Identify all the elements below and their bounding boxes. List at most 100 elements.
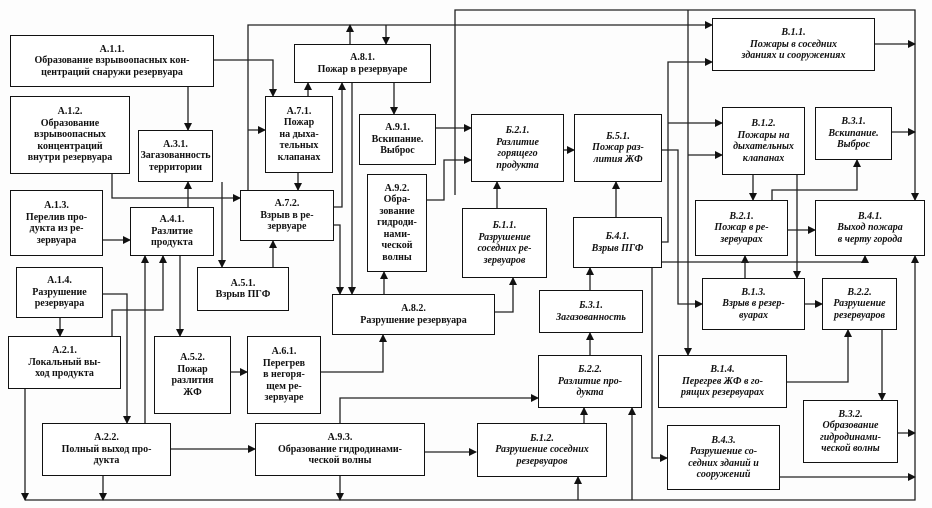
connector-arrow: [247, 21, 713, 190]
event-code: В.3.1.: [841, 116, 866, 128]
event-label-line: Образование: [822, 420, 879, 431]
event-label-line: гидроди-: [377, 217, 417, 229]
event-label-line: Локальный вы-: [28, 356, 101, 368]
event-label-line: волны: [382, 251, 412, 263]
connector-arrow: [662, 149, 703, 308]
event-label-line: ческой волны: [821, 443, 880, 454]
event-code: Б.5.1.: [606, 130, 630, 142]
event-label-line: территории: [148, 161, 203, 173]
event-code: Б.3.1.: [579, 300, 603, 311]
event-label-line: Пожар раз-: [592, 142, 644, 154]
event-code: Б.4.1.: [605, 231, 630, 242]
event-code: А.9.1.: [385, 122, 410, 134]
event-label-line: резервуаров: [833, 309, 886, 321]
event-label-line: Выброс: [380, 145, 415, 157]
event-code: А.2.1.: [52, 345, 77, 357]
event-label-line: взрывоопасных: [34, 129, 106, 141]
event-code: А.7.2.: [274, 198, 300, 210]
connector-arrow: [787, 329, 852, 383]
event-label-line: ческой: [381, 240, 413, 252]
event-label-line: Перегрев: [262, 357, 306, 369]
event-label-line: дукта: [93, 455, 120, 467]
event-box-А-8-1: А.8.1.Пожар в резервуаре: [294, 44, 431, 83]
event-label-line: Перелив про-: [25, 211, 88, 223]
event-label-line: зервуаров: [483, 254, 526, 266]
event-code: В.3.2.: [838, 408, 863, 420]
event-label-line: гидродинами-: [820, 431, 881, 443]
event-code: А.9.3.: [327, 432, 353, 444]
event-label-line: Образование гидродинами-: [277, 443, 403, 455]
event-label-line: Взрыв ПГФ: [591, 242, 644, 254]
event-code: А.8.1.: [350, 52, 375, 63]
event-label-line: Разлитие: [151, 225, 193, 237]
event-label-line: Разрушение: [478, 231, 531, 243]
event-code: А.6.1.: [271, 346, 297, 358]
event-code: А.4.1.: [159, 214, 185, 226]
event-code: А.7.1.: [286, 105, 312, 117]
event-box-А-5-1: А.5.1.Взрыв ПГФ: [197, 267, 289, 311]
event-label-line: Загазованность: [140, 150, 211, 162]
event-code: А.3.1.: [163, 138, 188, 150]
event-code: Б.2.2.: [578, 364, 602, 376]
event-label-line: резервуара: [34, 298, 85, 310]
event-label-line: Разрушение со-: [689, 446, 758, 457]
event-box-В-3-1: В.3.1.Вскипание.Выброс: [815, 107, 892, 160]
event-label-line: Пожары на: [737, 129, 790, 141]
event-box-Б-2-2: Б.2.2.Разлитие про-дукта: [538, 355, 642, 408]
event-label-line: ход продукта: [35, 368, 94, 380]
event-code: А.1.4.: [47, 275, 72, 287]
event-box-В-2-1: В.2.1.Пожар в ре-зервуарах: [695, 200, 788, 256]
event-label-line: центраций снаружи резервуара: [41, 66, 183, 78]
connector-arrow: [111, 174, 241, 202]
event-label-line: щем ре-: [266, 380, 302, 392]
event-code: В.1.4.: [710, 364, 735, 376]
event-label-line: Полный выход про-: [61, 443, 152, 455]
event-label-line: продукта: [496, 159, 539, 171]
event-label-line: Пожар в резервуаре: [317, 63, 408, 75]
event-label-line: разлития: [171, 375, 214, 386]
connector-arrow: [25, 255, 919, 501]
connector-arrow: [339, 394, 539, 423]
event-label-line: Пожар в ре-: [714, 222, 769, 234]
event-label-line: Взрыв ПГФ: [215, 289, 271, 300]
event-code: А.5.1.: [230, 277, 256, 289]
event-box-А-9-3: А.9.3.Образование гидродинами-ческой вол…: [255, 423, 425, 476]
event-label-line: ЖФ: [183, 386, 202, 398]
event-code: А.1.3.: [44, 200, 69, 211]
connector-arrow: [662, 255, 869, 263]
event-label-line: Образование: [40, 117, 100, 129]
event-label-line: Обра-: [383, 194, 411, 206]
connector-arrow: [651, 268, 668, 462]
event-box-В-1-3: В.1.3.Взрыв в резер-вуарах: [702, 278, 805, 330]
event-label-line: Вскипание.: [828, 127, 879, 139]
event-label-line: Разрушение соседних: [495, 444, 589, 456]
event-code: В.1.2.: [751, 118, 776, 129]
event-label-line: ческой волны: [308, 455, 372, 467]
connector-arrow: [495, 277, 517, 313]
event-label-line: вуарах: [739, 309, 768, 321]
event-code: В.2.1.: [729, 210, 754, 222]
event-label-line: Разлитие про-: [557, 375, 623, 387]
event-label-line: рящих резервуарах: [681, 387, 764, 399]
event-label-line: Взрыв в ре-: [260, 209, 314, 221]
connector-arrow: [111, 255, 167, 336]
event-label-line: Пожар: [177, 363, 208, 375]
event-label-line: Разлитие: [496, 136, 539, 148]
event-code: А.2.2.: [94, 432, 119, 444]
event-label-line: Пожар: [283, 117, 315, 129]
event-label-line: зование: [379, 205, 415, 217]
event-label-line: концентраций: [37, 140, 103, 152]
